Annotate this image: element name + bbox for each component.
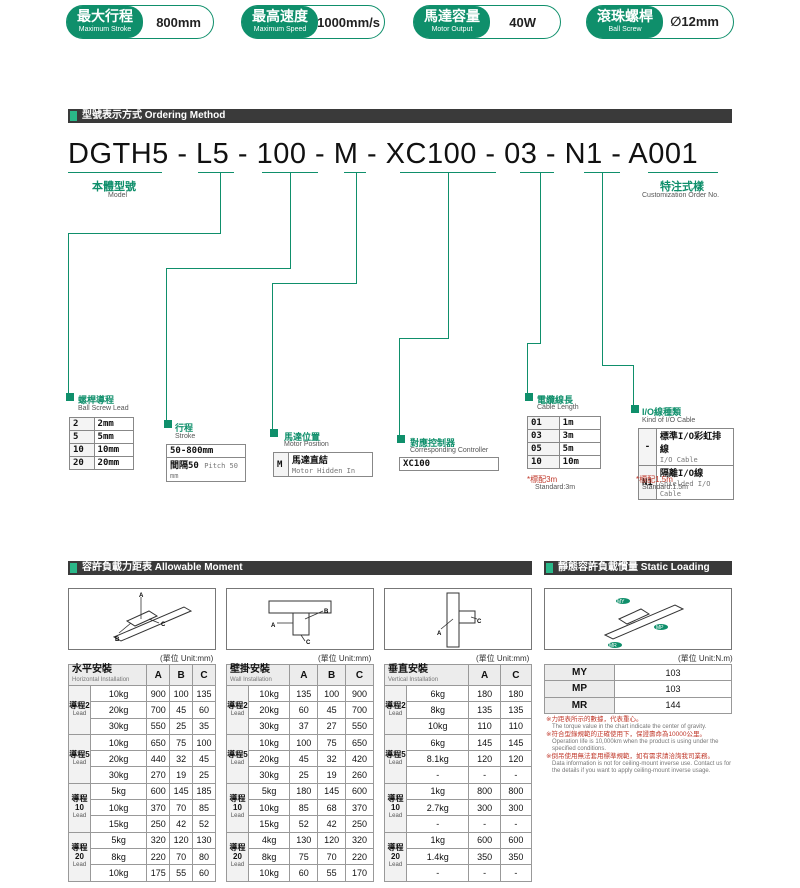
table-row: 50-800mm <box>166 444 246 458</box>
svg-text:B: B <box>115 637 120 643</box>
svg-text:A: A <box>139 593 144 599</box>
static-notes: ※力距表所示的數據，代表重心。 The torque value in the … <box>546 716 732 774</box>
wall-diagram: B A C <box>226 588 374 650</box>
motor-position-label: 馬達位置 <box>284 432 321 442</box>
svg-text:A: A <box>437 631 442 637</box>
io-cable-label: I/O線種類 <box>642 407 682 417</box>
custom-label: 特注式樣 <box>660 181 704 193</box>
lead-label: 螺桿導程 <box>78 395 115 405</box>
table-row: --- <box>385 766 533 784</box>
svg-text:MY: MY <box>617 599 625 605</box>
svg-text:B: B <box>324 609 329 615</box>
svg-text:C: C <box>161 622 166 628</box>
table-row: 間隔50 Pitch 50 mm <box>166 457 246 482</box>
horizontal-diagram: A B C <box>68 588 216 650</box>
controller-table: XC100 <box>399 457 499 471</box>
table-row: --- <box>385 864 533 882</box>
svg-text:MR: MR <box>609 643 617 649</box>
table-row: XC100 <box>399 457 499 471</box>
static-diagram: MY MP MR <box>544 588 732 650</box>
svg-text:MP: MP <box>656 625 664 631</box>
svg-text:C: C <box>477 619 482 625</box>
static-moment-header: 靜態容許負載慣量 Static Loading Moment <box>544 561 732 587</box>
stroke-label: 行程 <box>175 423 194 433</box>
ordering-method-header: 型號表示方式 Ordering Method <box>68 109 732 123</box>
vertical-diagram: C A <box>384 588 532 650</box>
cable-length-label: 電纜線長 <box>537 395 574 405</box>
svg-text:C: C <box>306 640 311 646</box>
svg-text:A: A <box>271 623 276 629</box>
controller-label: 對應控制器 <box>410 438 456 448</box>
allowable-moment-header: 容許負載力距表 Allowable Moment <box>68 561 532 575</box>
table-row: --- <box>385 815 533 833</box>
model-label: 本體型號 <box>92 181 136 193</box>
model-code: DGTH5 - L5 - 100 - M - XC100 - 03 - N1 -… <box>68 138 699 170</box>
stroke-table: 50-800mm 間隔50 Pitch 50 mm <box>166 444 246 482</box>
